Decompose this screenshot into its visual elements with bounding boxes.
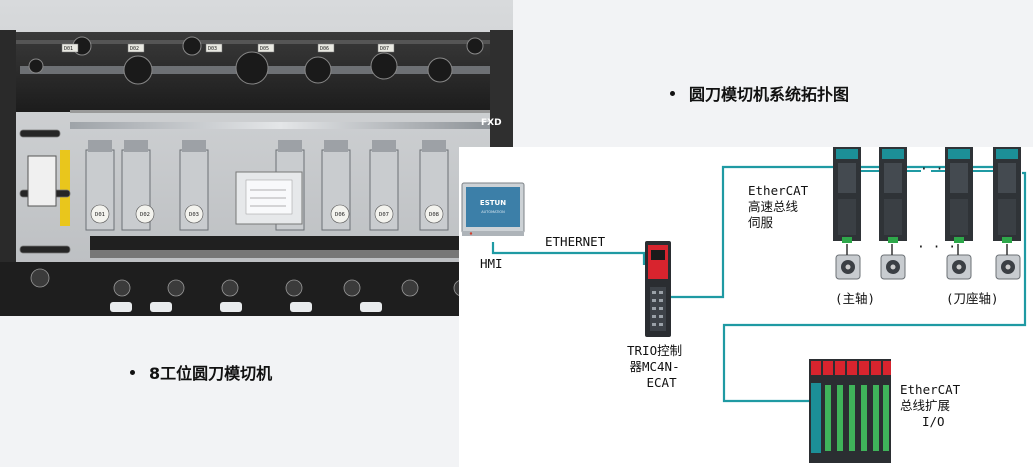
- ethercat-servo-line: 伺服: [748, 215, 774, 230]
- ethercat-servo-label: EtherCAT 高速总线 伺服: [748, 183, 808, 231]
- tool-axis-label: (刀座轴): [946, 291, 999, 306]
- servo-drive: [993, 147, 1021, 243]
- controller-label-line: TRIO控制: [627, 343, 683, 358]
- topology-svg: ESTUN AUTOMATION: [461, 147, 1027, 463]
- hmi-monitor: ESTUN AUTOMATION: [461, 182, 525, 236]
- station-label-7: D08: [429, 212, 439, 218]
- controller-label-line: 器MC4N-: [629, 359, 680, 374]
- hmi-screen-sub: AUTOMATION: [481, 210, 505, 214]
- top-label-2: D03: [208, 46, 217, 52]
- servo-motors: [835, 244, 1021, 280]
- topology-diagram: ESTUN AUTOMATION: [459, 147, 1033, 467]
- bullet-dot: [670, 91, 675, 96]
- servo-drives: [833, 147, 1021, 243]
- hmi-screen-brand: ESTUN: [480, 199, 506, 207]
- io-label-line: I/O: [922, 414, 945, 429]
- top-label-1: D02: [130, 46, 139, 52]
- ethercat-servo-line: 高速总线: [748, 199, 799, 214]
- servo-drive: [879, 147, 907, 243]
- controller-label: TRIO控制 器MC4N- ECAT: [627, 343, 682, 391]
- servo-motor: [835, 244, 861, 280]
- controller-label-line: ECAT: [646, 375, 677, 390]
- machine-photo-illustration: D01 D02 D03 D05 D06 D07: [0, 0, 513, 316]
- io-label-line: 总线扩展: [900, 398, 951, 413]
- top-label-3: D05: [260, 46, 269, 52]
- servo-drive: [945, 147, 973, 243]
- servo-motor: [946, 244, 972, 280]
- ethercat-servo-line: EtherCAT: [748, 183, 809, 198]
- ethercat-io-link: [722, 171, 1027, 403]
- bullet-dot: [130, 370, 135, 375]
- servo-ellipsis-top: · ·: [920, 162, 944, 177]
- machine-caption-bullet: 8工位圆刀模切机: [130, 360, 272, 384]
- servo-drive: [833, 147, 861, 243]
- ethernet-label: ETHERNET: [545, 234, 606, 249]
- io-label-line: EtherCAT: [900, 382, 961, 397]
- station-label-2: D03: [189, 212, 199, 218]
- top-label-0: D01: [64, 46, 73, 52]
- station-label-1: D02: [140, 212, 150, 218]
- trio-controller: [645, 241, 671, 337]
- fxd-logo: FXD: [481, 118, 502, 128]
- main-axis-label: (主轴): [835, 291, 876, 306]
- top-label-5: D07: [380, 46, 389, 52]
- station-label-6: D07: [379, 212, 389, 218]
- ethernet-link: [491, 242, 646, 265]
- topology-title-bullet: 圆刀模切机系统拓扑图: [670, 81, 849, 105]
- io-expansion-rack: [809, 359, 891, 463]
- top-label-4: D06: [320, 46, 329, 52]
- servo-motor: [995, 244, 1021, 280]
- servo-ellipsis-mid: · · ·: [917, 240, 957, 255]
- topology-title: 圆刀模切机系统拓扑图: [689, 85, 850, 104]
- servo-motor: [880, 244, 906, 280]
- hmi-label: HMI: [480, 256, 503, 271]
- machine-photo: D01 D02 D03 D05 D06 D07: [0, 0, 513, 316]
- io-label: EtherCAT 总线扩展 I/O: [900, 382, 960, 430]
- station-label-0: D01: [95, 212, 105, 218]
- machine-caption: 8工位圆刀模切机: [149, 364, 273, 383]
- station-label-5: D06: [335, 212, 345, 218]
